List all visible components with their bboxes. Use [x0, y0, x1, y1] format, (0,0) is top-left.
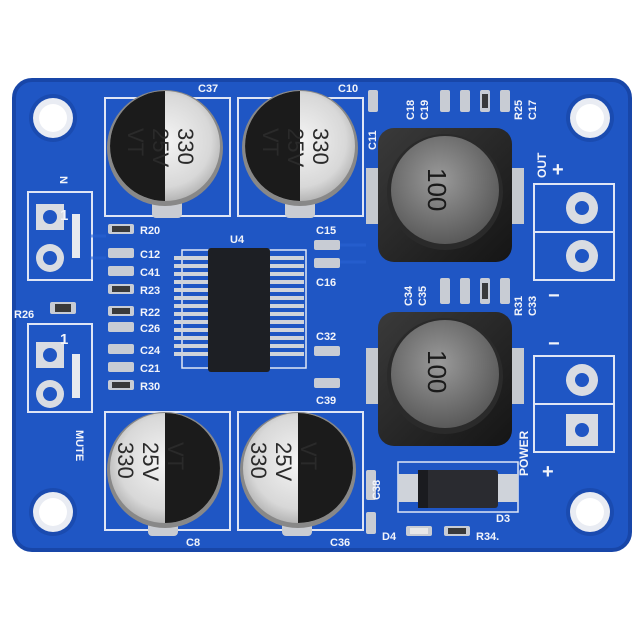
label-power: POWER	[517, 430, 531, 476]
label-c37: C37	[198, 83, 218, 95]
label-c15: C15	[316, 225, 336, 237]
label-in: N	[57, 176, 69, 184]
capacitor-c37: 330 25V VT	[107, 90, 223, 218]
label-c19: C19	[419, 100, 431, 120]
inductor-upper: 100	[366, 128, 524, 262]
capacitor-c10-marking-2: 25V	[283, 128, 308, 167]
power-terminal	[533, 355, 615, 453]
label-c11: C11	[367, 130, 379, 150]
label-u4: U4	[230, 234, 245, 246]
mute-header	[27, 323, 93, 413]
capacitor-c10: 330 25V VT	[242, 90, 358, 218]
label-c12: C12	[140, 249, 160, 261]
diode-d3	[397, 461, 519, 513]
label-c35: C35	[417, 286, 429, 306]
inductor-upper-marking: 100	[422, 168, 452, 211]
label-c38: C38	[371, 480, 383, 500]
output-terminal	[533, 183, 615, 281]
capacitor-c36: 330 25V VT	[240, 412, 356, 536]
label-r22: R22	[140, 307, 160, 319]
label-c10: C10	[338, 83, 358, 95]
label-out-plus: +	[552, 159, 564, 181]
label-c16: C16	[316, 277, 336, 289]
label-out-minus: −	[548, 285, 560, 307]
capacitor-c37-marking-1: 330	[173, 128, 198, 165]
capacitor-c8-marking-3: VT	[163, 442, 188, 470]
label-r25: R25	[513, 100, 525, 120]
label-c26: C26	[140, 323, 160, 335]
label-c39: C39	[316, 395, 336, 407]
label-d4: D4	[382, 531, 397, 543]
pin1-label-in: 1	[60, 207, 68, 224]
label-r23: R23	[140, 285, 160, 297]
label-d3: D3	[496, 513, 510, 525]
smd-mid	[314, 90, 510, 388]
mounting-hole	[566, 94, 614, 142]
capacitor-c8-marking-1: 330	[113, 442, 138, 479]
mounting-hole	[29, 488, 77, 536]
capacitor-c10-marking-1: 330	[308, 128, 333, 165]
capacitor-c8-marking-2: 25V	[138, 442, 163, 481]
label-out: OUT	[535, 152, 549, 178]
label-r31: R31	[513, 296, 525, 316]
pin1-label-mute: 1	[60, 331, 68, 348]
label-power-plus: +	[542, 461, 554, 483]
label-c8: C8	[186, 537, 200, 549]
capacitor-c10-marking-3: VT	[258, 128, 283, 156]
mounting-hole	[29, 94, 77, 142]
label-c36: C36	[330, 537, 350, 549]
inductor-lower: 100	[366, 312, 524, 446]
ic-u4	[174, 248, 307, 372]
label-c33: C33	[527, 296, 539, 316]
mounting-hole	[566, 488, 614, 536]
capacitor-c36-marking-1: 330	[246, 442, 271, 479]
label-power-minus: −	[548, 333, 560, 355]
capacitor-c36-marking-2: 25V	[271, 442, 296, 481]
inductor-lower-marking: 100	[422, 350, 452, 393]
label-c24: C24	[140, 345, 161, 357]
label-c41: C41	[140, 267, 160, 279]
label-c17: C17	[527, 100, 539, 120]
label-c18: C18	[405, 100, 417, 120]
label-c21: C21	[140, 363, 160, 375]
smd-bottom	[366, 470, 470, 536]
label-r20: R20	[140, 225, 160, 237]
label-c34: C34	[403, 285, 415, 306]
capacitor-c36-marking-3: VT	[296, 442, 321, 470]
label-r30: R30	[140, 381, 160, 393]
capacitor-c37-marking-3: VT	[123, 128, 148, 156]
label-r34: R34.	[476, 531, 499, 543]
capacitor-c37-marking-2: 25V	[148, 128, 173, 167]
smd-column-left	[108, 224, 134, 390]
label-c32: C32	[316, 331, 336, 343]
label-r26: R26	[14, 309, 34, 321]
label-mute: MUTE	[73, 430, 85, 461]
capacitor-c8: 330 25V VT	[107, 412, 223, 536]
